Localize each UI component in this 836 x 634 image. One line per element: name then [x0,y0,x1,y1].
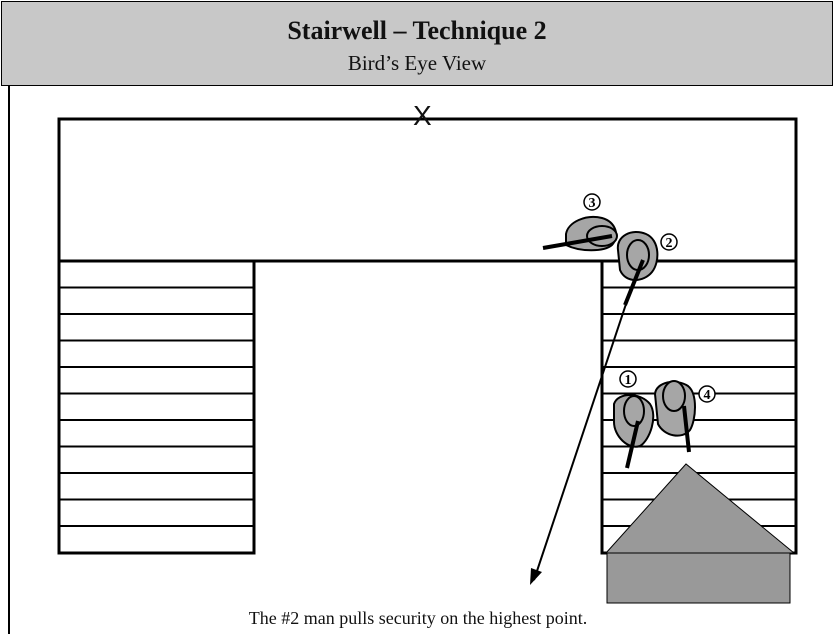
diagram-caption: The #2 man pulls security on the highest… [248,608,588,628]
label-man-2-text: 2 [666,236,673,251]
label-man-3-text: 3 [589,196,596,211]
diagram-title: Stairwell – Technique 2 [287,16,547,45]
label-man-2: 2 [660,233,678,251]
man-2-figure [616,231,659,306]
diagram-subtitle: Bird’s Eye View [347,51,487,75]
security-arrow [530,255,643,585]
man-4-figure [653,380,696,453]
header-banner: Stairwell – Technique 2 Bird’s Eye View [1,1,833,86]
label-man-4: 4 [698,385,716,403]
direction-arrow-shape [604,463,796,604]
high-point-x-mark: X [413,100,432,131]
man-3-figure [542,216,618,252]
label-man-4-text: 4 [704,388,711,403]
man-1-figure [613,394,655,469]
left-stair-flight [57,259,256,555]
label-man-1-text: 1 [625,373,632,388]
label-man-1: 1 [619,370,637,388]
stair-landing [57,117,798,263]
label-man-3: 3 [583,193,601,211]
